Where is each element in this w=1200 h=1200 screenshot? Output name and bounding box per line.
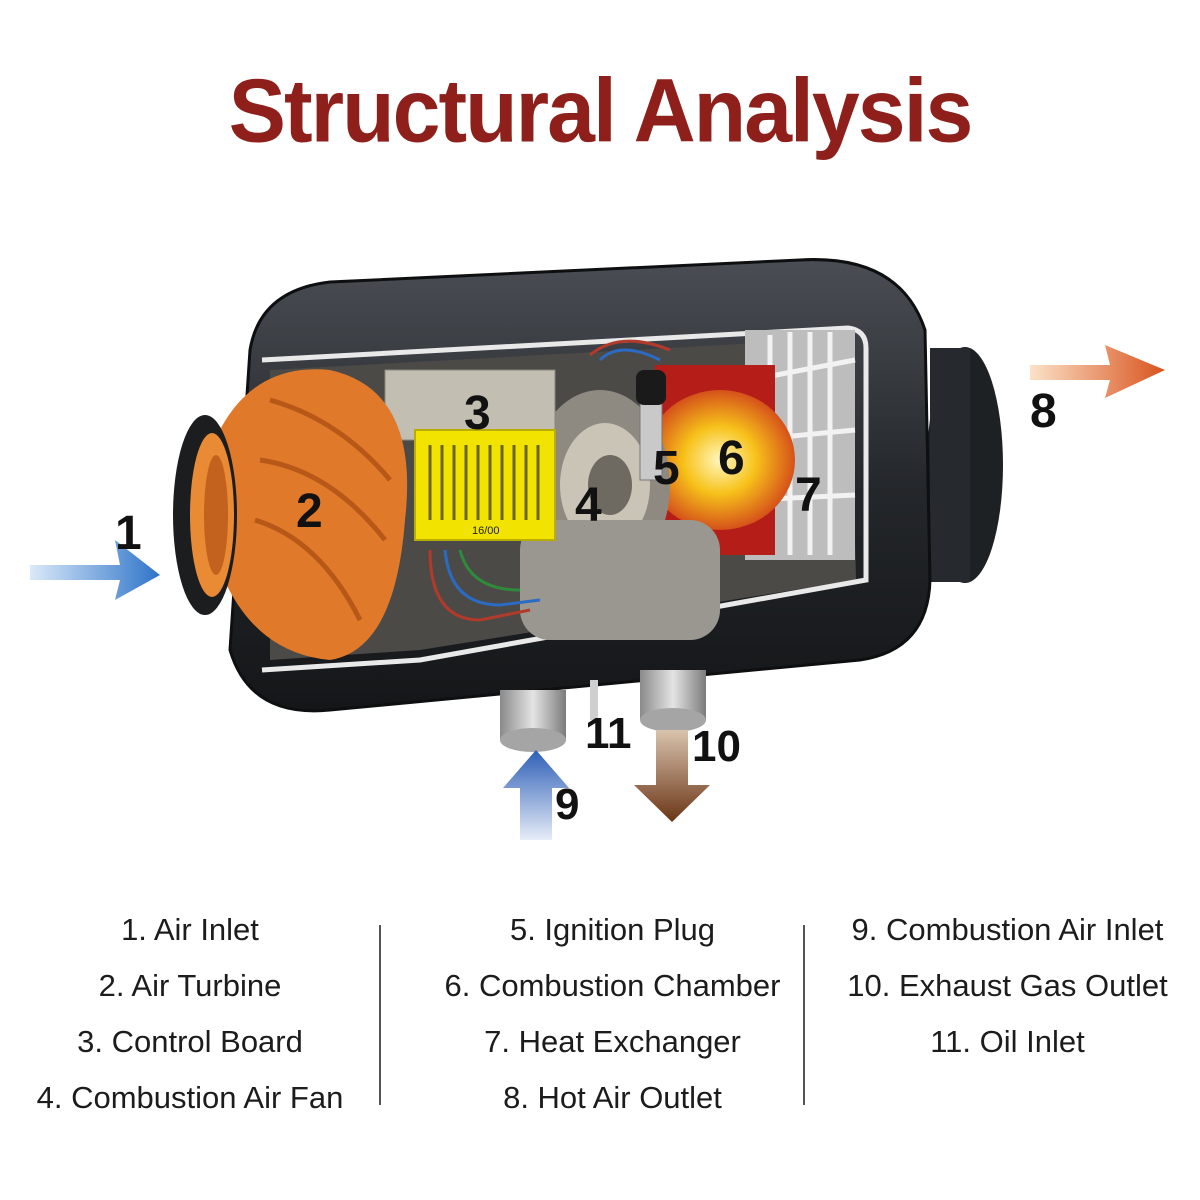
legend-item: 4. Combustion Air Fan [36, 1080, 344, 1115]
callout-7: 7 [795, 469, 822, 522]
legend-item: 2. Air Turbine [98, 968, 282, 1003]
legend-item: 8. Hot Air Outlet [503, 1080, 722, 1115]
heater-illustration: 16/00 [30, 258, 1165, 840]
wiring [428, 339, 671, 622]
callout-9: 9 [555, 780, 580, 829]
bottom-pipes [500, 670, 706, 752]
air-turbine [200, 369, 408, 660]
callout-3: 3 [464, 387, 491, 440]
legend-column-3: 9. Combustion Air Inlet 10. Exhaust Gas … [830, 905, 1185, 1073]
parts-legend: 1. Air Inlet 2. Air Turbine 3. Control B… [0, 905, 1200, 1125]
callout-10: 10 [692, 722, 741, 771]
legend-item: 7. Heat Exchanger [484, 1024, 741, 1059]
callout-1: 1 [115, 507, 142, 560]
hot-air-outlet-pipe [927, 347, 1003, 583]
callout-5: 5 [653, 442, 680, 495]
legend-divider [379, 925, 381, 1105]
board-label: 16/00 [472, 525, 500, 537]
legend-item: 10. Exhaust Gas Outlet [847, 968, 1168, 1003]
motor-body [520, 520, 720, 640]
cold-air-arrow-icon [30, 540, 160, 600]
callout-11: 11 [585, 709, 632, 758]
legend-item: 3. Control Board [77, 1024, 303, 1059]
legend-divider [803, 925, 805, 1105]
legend-item: 9. Combustion Air Inlet [851, 912, 1164, 947]
control-board: 16/00 [384, 369, 556, 541]
callout-4: 4 [575, 479, 602, 532]
legend-item: 11. Oil Inlet [930, 1024, 1085, 1059]
heater-cutaway-diagram: 16/00 [0, 220, 1200, 870]
callout-8: 8 [1030, 385, 1057, 438]
page-title: Structural Analysis [228, 60, 974, 162]
legend-item: 5. Ignition Plug [509, 912, 716, 947]
exhaust-arrow-icon [634, 730, 710, 822]
legend-item: 6. Combustion Chamber [444, 968, 781, 1003]
legend-column-2: 5. Ignition Plug 6. Combustion Chamber 7… [420, 905, 805, 1129]
hot-air-arrow-icon [1030, 345, 1165, 398]
callout-6: 6 [718, 432, 745, 485]
callout-2: 2 [296, 485, 323, 538]
intake-arrow-icon [503, 750, 569, 840]
air-inlet-ring [173, 415, 237, 615]
legend-item: 1. Air Inlet [121, 912, 259, 947]
legend-column-1: 1. Air Inlet 2. Air Turbine 3. Control B… [20, 905, 360, 1129]
